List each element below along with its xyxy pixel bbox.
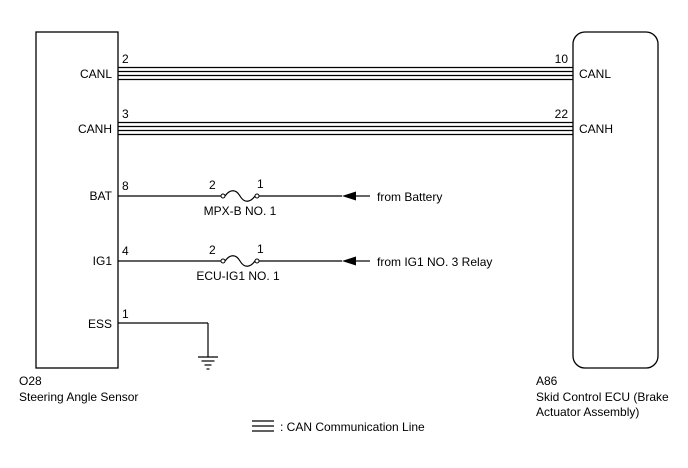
right-pin-number-canh: 22 [555,107,569,121]
right-component-id: A86 [536,374,558,388]
left-pin-number-canl: 2 [122,52,129,66]
fuse2-pin-left: 2 [209,243,216,257]
right-pin-label-canl: CANL [579,67,611,81]
left-component-name: Steering Angle Sensor [19,390,138,404]
can-line-legend-icon [252,420,274,432]
bat-wire [118,190,370,202]
fuse-symbol [224,255,256,267]
left-pin-label-canl: CANL [80,67,112,81]
fuse2-source: from IG1 NO. 3 Relay [377,255,492,269]
arrow-left-icon [342,191,356,201]
ess-ground-wire [118,322,218,370]
left-pin-number-bat: 8 [122,179,129,193]
left-pin-number-canh: 3 [122,107,129,121]
ig1-wire [118,255,370,267]
left-pin-label-ig1: IG1 [93,254,113,268]
arrow-left-icon [342,256,356,266]
right-component-name-line1: Skid Control ECU (Brake [536,390,669,404]
fuse2-name: ECU-IG1 NO. 1 [196,269,280,283]
fuse1-source: from Battery [377,190,442,204]
fuse1-pin-right: 1 [257,177,264,191]
canl-can-line [118,66,573,81]
fuse1-pin-left: 2 [209,178,216,192]
legend-text: : CAN Communication Line [280,420,425,434]
left-component-id: O28 [19,374,42,388]
skid-control-ecu-box [572,31,659,369]
steering-angle-sensor-box [35,31,119,369]
right-pin-number-canl: 10 [555,52,569,66]
canh-can-line [118,121,573,136]
left-pin-label-bat: BAT [90,189,113,203]
left-pin-label-canh: CANH [78,122,112,136]
left-pin-number-ig1: 4 [122,244,129,258]
ground-icon [198,356,218,370]
fuse-symbol [224,190,256,202]
fuse2-pin-right: 1 [257,242,264,256]
right-component-name-line2: Actuator Assembly) [536,405,639,419]
left-pin-number-ess: 1 [122,307,129,321]
right-pin-label-canh: CANH [579,122,613,136]
fuse1-name: MPX-B NO. 1 [204,204,277,218]
legend: : CAN Communication Line [252,420,425,434]
left-pin-label-ess: ESS [88,317,112,331]
